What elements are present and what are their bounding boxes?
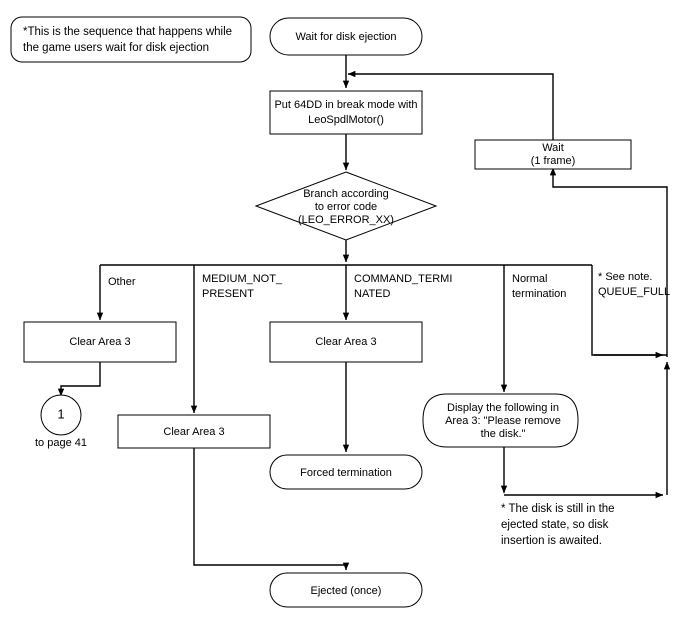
decision-line1: Branch according: [303, 188, 389, 200]
display-message-line3: the disk.": [481, 428, 526, 440]
break-mode-line2: LeoSpdlMotor(): [308, 114, 384, 126]
clear-area-3-medium-shape: [117, 414, 271, 449]
edge-wait-loopback-to-trunk: [347, 70, 554, 140]
page-connector-caption: to page 41: [35, 437, 87, 449]
node-clear-area-3-command[interactable]: Clear Area 3: [269, 321, 423, 363]
branch-label-medium-not-present-line1: MEDIUM_NOT_: [202, 273, 283, 285]
page-connector-label: 1: [57, 406, 64, 421]
node-display-message[interactable]: Display the following in Area 3: "Please…: [422, 393, 579, 448]
clear-area-3-other-label: Clear Area 3: [69, 336, 130, 348]
edge-clear-area-3-other-to-connector: [57, 362, 101, 397]
branch-label-medium-not-present-line2: PRESENT: [202, 288, 254, 300]
forced-termination-shape: [269, 454, 423, 490]
ejected-once-label: Ejected (once): [311, 585, 382, 597]
node-page-connector[interactable]: 1 to page 41: [35, 394, 87, 449]
display-message-line1: Display the following in: [447, 402, 559, 414]
decision-line2: to error code: [315, 201, 377, 213]
footnote: * The disk is still in the ejected state…: [501, 503, 615, 547]
branch-labels-layer: Other MEDIUM_NOT_ PRESENT COMMAND_TERMI …: [108, 271, 670, 300]
display-message-line2: Area 3: "Please remove: [445, 415, 561, 427]
footnote-line2: ejected state, so disk: [501, 519, 609, 531]
branch-label-queue-full-line1: * See note.: [598, 271, 652, 283]
branch-label-normal-termination-line2: termination: [512, 288, 566, 300]
branch-label-command-terminated-line1: COMMAND_TERMI: [354, 273, 452, 285]
node-decision[interactable]: Branch according to error code (LEO_ERRO…: [254, 171, 438, 241]
start-label: Wait for disk ejection: [295, 31, 396, 43]
clear-area-3-command-label: Clear Area 3: [315, 336, 376, 348]
edge-return-bus-to-wait: [549, 167, 668, 357]
node-clear-area-3-other[interactable]: Clear Area 3: [23, 321, 177, 363]
display-message-shape: [422, 393, 579, 448]
node-clear-area-3-medium[interactable]: Clear Area 3: [117, 414, 271, 449]
clear-area-3-medium-label: Clear Area 3: [163, 426, 224, 438]
break-mode-shape: [269, 90, 423, 135]
decision-line3: (LEO_ERROR_XX): [298, 214, 394, 226]
wait-frame-line2: (1 frame): [531, 155, 576, 167]
edge-clear-area-3-medium-to-ejected: [193, 448, 350, 571]
branch-label-other: Other: [108, 276, 136, 288]
note-callout-box: [10, 16, 252, 63]
clear-area-3-command-shape: [269, 321, 423, 363]
node-break-mode[interactable]: Put 64DD in break mode with LeoSpdlMotor…: [269, 90, 423, 135]
edges-layer: [57, 55, 671, 571]
forced-termination-label: Forced termination: [300, 467, 392, 479]
branch-label-command-terminated-line2: NATED: [354, 288, 391, 300]
footnote-line1: * The disk is still in the: [501, 503, 615, 515]
node-wait-frame[interactable]: Wait (1 frame): [474, 139, 632, 170]
break-mode-line1: Put 64DD in break mode with: [274, 99, 417, 111]
wait-frame-line1: Wait: [542, 142, 564, 154]
note-callout: *This is the sequence that happens while…: [10, 16, 252, 63]
start-shape: [269, 17, 423, 56]
node-ejected-once[interactable]: Ejected (once): [269, 572, 423, 608]
ejected-once-shape: [269, 572, 423, 608]
clear-area-3-other-shape: [23, 321, 177, 363]
footnote-line3: insertion is awaited.: [501, 535, 602, 547]
note-callout-line2: the game users wait for disk ejection: [23, 42, 209, 54]
node-forced-termination[interactable]: Forced termination: [269, 454, 423, 490]
decision-shape: [254, 171, 438, 241]
page-connector-shape: [40, 394, 82, 436]
node-start[interactable]: Wait for disk ejection: [269, 17, 423, 56]
wait-frame-shape: [474, 139, 632, 170]
branch-label-normal-termination-line1: Normal: [512, 273, 547, 285]
branch-label-queue-full-line2: QUEUE_FULL: [598, 286, 670, 298]
note-callout-line1: *This is the sequence that happens while: [23, 26, 232, 38]
